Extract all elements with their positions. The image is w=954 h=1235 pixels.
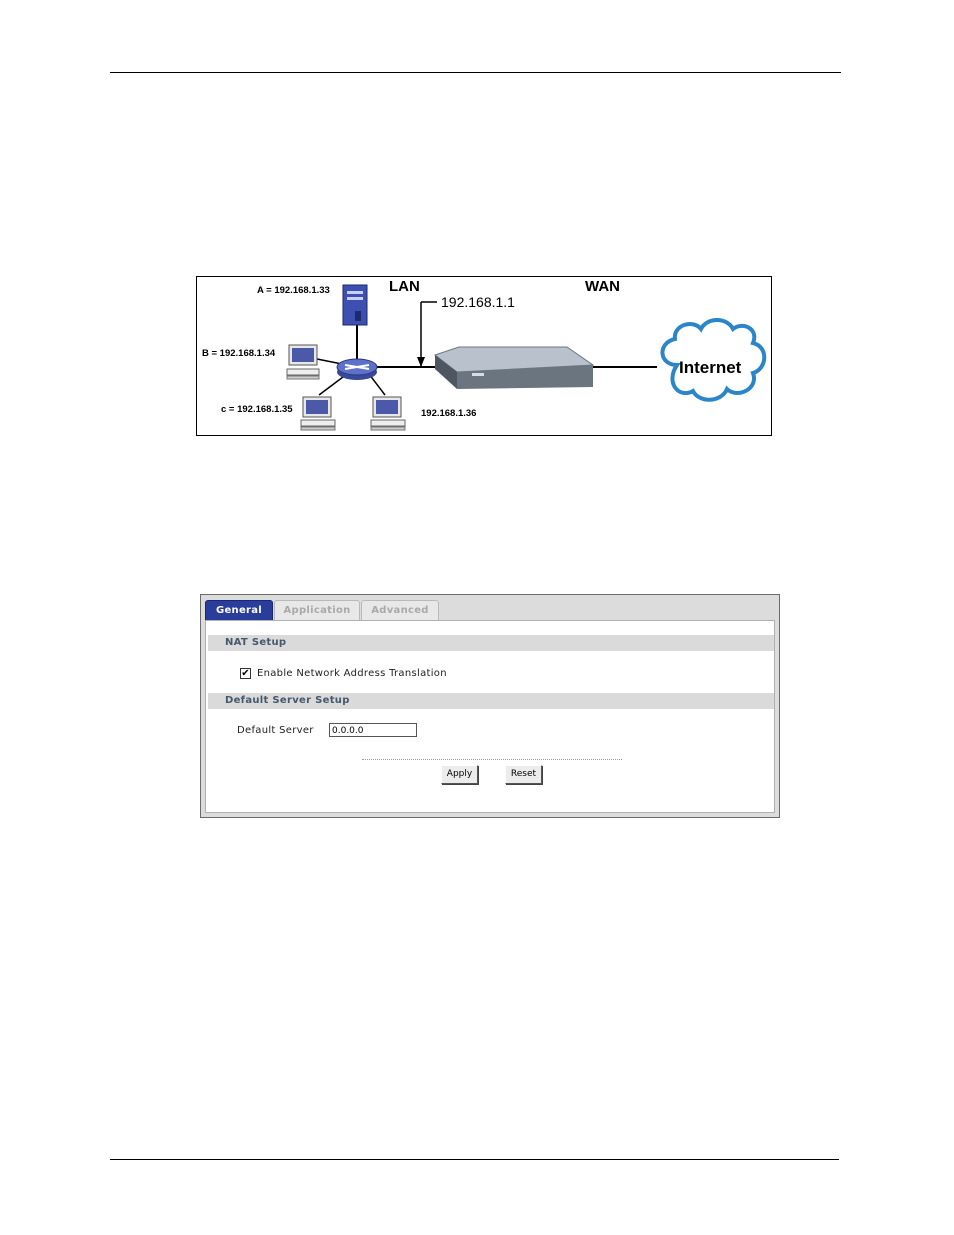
header-rule bbox=[110, 72, 841, 73]
ip-pointer-arrow bbox=[417, 357, 425, 367]
host-b-label: B = 192.168.1.34 bbox=[202, 348, 275, 359]
default-server-heading: Default Server Setup bbox=[208, 693, 774, 709]
apply-button[interactable]: Apply bbox=[441, 765, 478, 784]
default-server-input[interactable]: 0.0.0.0 bbox=[329, 723, 417, 737]
separator-dots bbox=[362, 759, 622, 760]
wan-label: WAN bbox=[585, 278, 620, 295]
router-ip-label: 192.168.1.1 bbox=[441, 294, 515, 310]
tab-general[interactable]: General bbox=[205, 600, 273, 621]
server-icon bbox=[343, 285, 367, 325]
check-icon: ✔ bbox=[241, 668, 249, 679]
router-device-icon bbox=[435, 347, 593, 389]
nat-setup-heading: NAT Setup bbox=[208, 635, 774, 651]
default-server-label: Default Server bbox=[237, 725, 314, 736]
enable-nat-checkbox[interactable]: ✔ bbox=[240, 668, 251, 679]
computer-d-icon bbox=[371, 397, 405, 430]
host-d-label: 192.168.1.36 bbox=[421, 408, 476, 419]
tab-advanced[interactable]: Advanced bbox=[361, 600, 439, 621]
host-c-label: c = 192.168.1.35 bbox=[221, 404, 293, 415]
reset-button[interactable]: Reset bbox=[505, 765, 542, 784]
enable-nat-label: Enable Network Address Translation bbox=[257, 668, 447, 679]
computer-c-icon bbox=[301, 397, 335, 430]
switch-icon bbox=[337, 359, 377, 380]
host-a-label: A = 192.168.1.33 bbox=[257, 285, 330, 296]
internet-label: Internet bbox=[679, 358, 741, 378]
tab-content: NAT Setup ✔ Enable Network Address Trans… bbox=[205, 620, 775, 813]
footer-rule bbox=[110, 1159, 839, 1160]
lan-label: LAN bbox=[389, 278, 420, 295]
nat-general-screen: General Application Advanced NAT Setup ✔… bbox=[200, 594, 780, 818]
tab-application[interactable]: Application bbox=[274, 600, 360, 621]
computer-b-icon bbox=[287, 345, 319, 379]
nat-network-diagram: A = 192.168.1.33 B = 192.168.1.34 c = 19… bbox=[196, 276, 772, 436]
